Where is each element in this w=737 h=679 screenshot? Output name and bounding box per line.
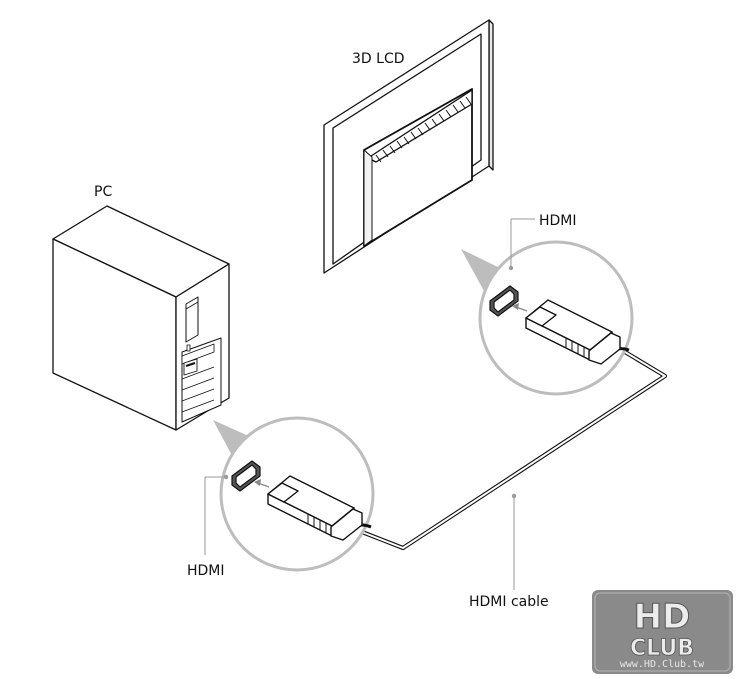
hdmi-cable — [361, 350, 668, 551]
pc-hdmi-plug — [267, 475, 372, 541]
pc-hdmi-zoom-callout — [204, 416, 375, 572]
monitor-hdmi-zoom-callout — [461, 218, 634, 396]
pc-tower — [52, 205, 230, 431]
monitor-insert-arrow — [512, 303, 528, 312]
monitor-3d-lcd — [323, 19, 494, 274]
monitor-hdmi-label: HDMI — [539, 213, 577, 229]
watermark-line2: CLUB — [630, 636, 694, 661]
pc-label: PC — [94, 184, 112, 200]
screen-shading-hatch — [375, 96, 472, 163]
watermark-url: www.HD.Club.tw — [620, 659, 705, 670]
pc-insert-arrow — [254, 479, 270, 488]
monitor-hdmi-port — [489, 285, 519, 317]
pc-hdmi-port — [231, 460, 261, 492]
cable-leader-dot — [511, 493, 517, 499]
hdclub-watermark-logo: HD CLUB www.HD.Club.tw — [592, 590, 733, 674]
monitor-label: 3D LCD — [352, 51, 405, 67]
cable-label: HDMI cable — [469, 594, 549, 610]
monitor-hdmi-plug — [525, 299, 630, 365]
pc-hdmi-label: HDMI — [187, 563, 225, 579]
watermark-line1: HD — [634, 597, 691, 637]
